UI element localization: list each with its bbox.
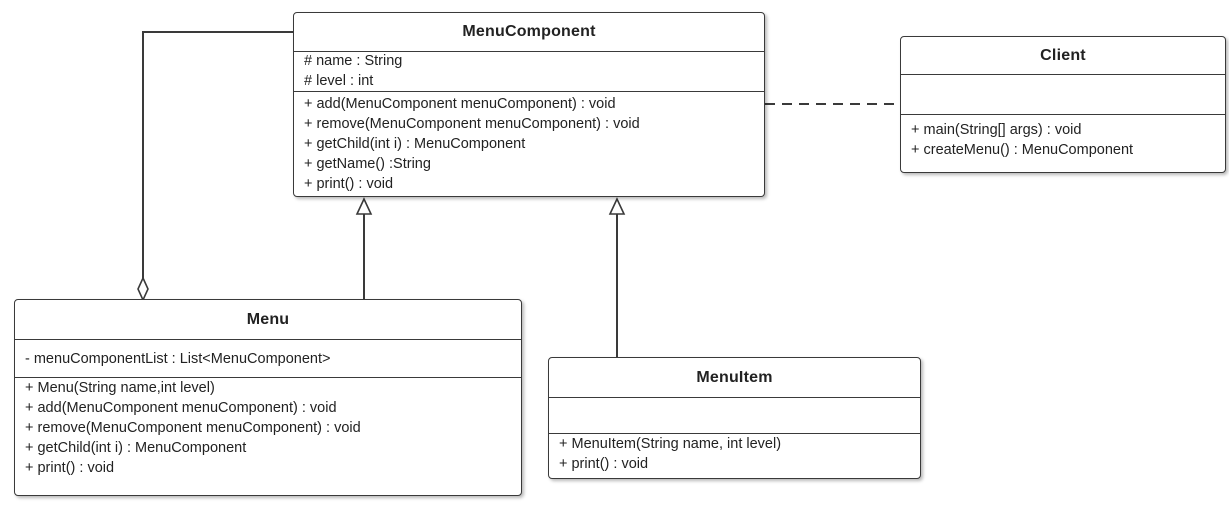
attributes-menu-item <box>549 398 920 434</box>
attribute-item: - menuComponentList : List<MenuComponent… <box>25 350 331 367</box>
operation-item: + print() : void <box>559 456 649 472</box>
menu-generalization-arrow-icon <box>355 197 373 215</box>
aggregation-line <box>142 31 293 282</box>
operation-item: + Menu(String name,int level) <box>25 380 215 396</box>
operations-menu-item: + MenuItem(String name, int level) + pri… <box>549 434 920 476</box>
class-menu-component[interactable]: MenuComponent # name : String # level : … <box>293 12 765 197</box>
class-name-menu: Menu <box>15 300 521 340</box>
class-menu-item[interactable]: MenuItem + MenuItem(String name, int lev… <box>548 357 921 479</box>
operation-item: + getChild(int i) : MenuComponent <box>304 136 526 152</box>
operation-item: + print() : void <box>25 460 115 476</box>
attributes-menu: - menuComponentList : List<MenuComponent… <box>15 340 521 378</box>
operation-item: + print() : void <box>304 176 394 192</box>
operation-item: + MenuItem(String name, int level) <box>559 436 782 452</box>
operation-item: + getChild(int i) : MenuComponent <box>25 440 247 456</box>
operation-item: + getName() :String <box>304 156 431 172</box>
aggregation-diamond-icon <box>137 276 149 302</box>
class-menu[interactable]: Menu - menuComponentList : List<MenuComp… <box>14 299 522 496</box>
class-name-menu-item: MenuItem <box>549 358 920 398</box>
attributes-menu-component: # name : String # level : int <box>294 52 764 92</box>
class-name-client: Client <box>901 37 1225 75</box>
operation-item: + main(String[] args) : void <box>911 122 1082 138</box>
operations-menu-component: + add(MenuComponent menuComponent) : voi… <box>294 92 764 196</box>
operation-item: + createMenu() : MenuComponent <box>911 142 1134 158</box>
class-name-menu-component: MenuComponent <box>294 13 764 52</box>
attribute-item: # level : int <box>304 72 374 89</box>
operation-item: + remove(MenuComponent menuComponent) : … <box>304 116 640 132</box>
operation-item: + add(MenuComponent menuComponent) : voi… <box>304 96 616 112</box>
attributes-client <box>901 75 1225 115</box>
class-client[interactable]: Client + main(String[] args) : void + cr… <box>900 36 1226 173</box>
operations-client: + main(String[] args) : void + createMen… <box>901 115 1225 162</box>
attribute-item: # name : String <box>304 53 403 69</box>
operations-menu: + Menu(String name,int level) + add(Menu… <box>15 378 521 480</box>
operation-item: + remove(MenuComponent menuComponent) : … <box>25 420 361 436</box>
operation-item: + add(MenuComponent menuComponent) : voi… <box>25 400 337 416</box>
menuitem-generalization-arrow-icon <box>608 197 626 215</box>
